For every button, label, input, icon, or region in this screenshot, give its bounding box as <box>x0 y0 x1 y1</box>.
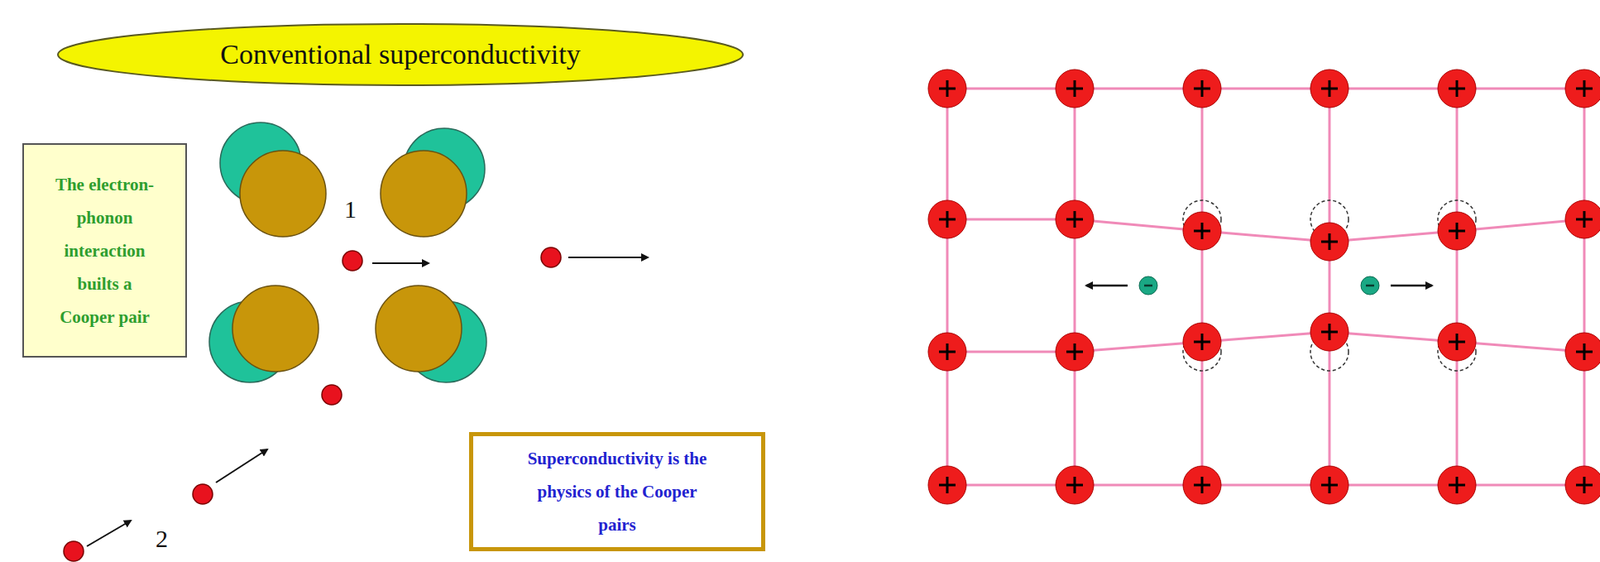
node-text: Conventional superconductivity <box>220 38 580 72</box>
ion-balls <box>209 122 487 383</box>
node-text: Superconductivity is the physics of the … <box>517 441 717 542</box>
note-box: Superconductivity is the physics of the … <box>469 431 766 551</box>
callout-number: 1 <box>344 195 357 224</box>
node-text: The electron-phonon interaction builts a… <box>52 167 157 334</box>
title-ellipse: Conventional superconductivity <box>56 22 745 87</box>
ion-lattice <box>928 69 1600 504</box>
callout-number: 2 <box>155 524 168 553</box>
note-box: The electron-phonon interaction builts a… <box>22 143 187 358</box>
